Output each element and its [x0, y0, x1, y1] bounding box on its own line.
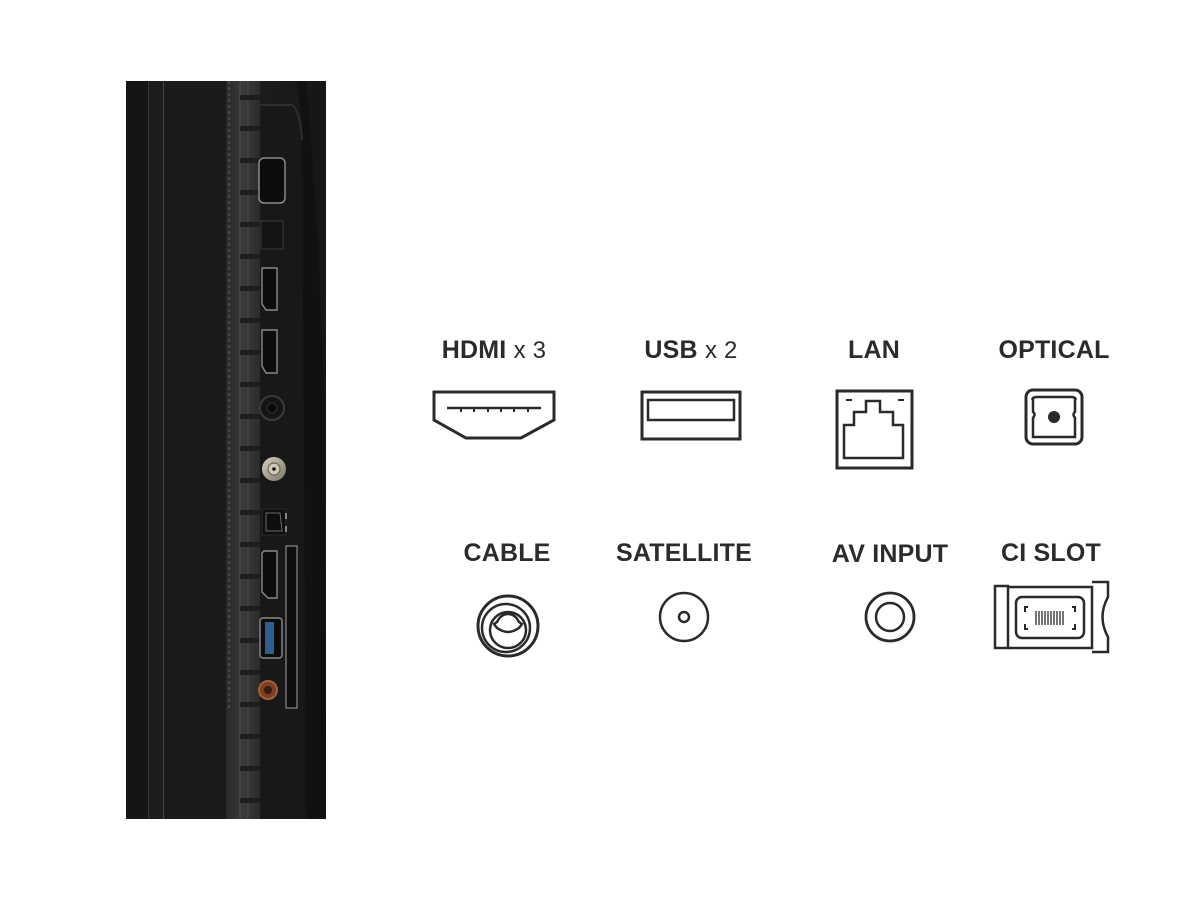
optical-port-icon: [1024, 388, 1084, 446]
panel-usb-port: [259, 617, 283, 659]
label-cable: CABLE: [463, 539, 551, 567]
panel-av-input-port: [258, 680, 278, 700]
ci-slot-icon: [993, 580, 1110, 654]
tv-side-panel-image: [0, 0, 340, 900]
panel-hdmi-port-1: [258, 157, 286, 204]
label-usb: USB x 2: [644, 336, 738, 364]
panel-optical-port: [261, 508, 287, 536]
label-hdmi: HDMI x 3: [441, 336, 547, 364]
label-av-input: AV INPUT: [831, 540, 949, 568]
panel-hdmi-port-3: [261, 329, 278, 374]
panel-ci-slot: [285, 545, 298, 709]
usb-port-icon: [640, 390, 742, 441]
hdmi-port-icon: [432, 390, 556, 440]
label-satellite: SATELLITE: [615, 539, 753, 567]
panel-hdmi-port-4: [261, 550, 278, 599]
tv-side-illustration: [126, 81, 326, 819]
ethernet-port-icon: [835, 389, 914, 470]
panel-satellite-port: [262, 457, 286, 481]
label-optical: OPTICAL: [998, 336, 1110, 364]
label-ci-slot: CI SLOT: [1000, 539, 1102, 567]
label-lan: LAN: [848, 336, 900, 364]
panel-hdmi-port-2: [261, 267, 278, 311]
panel-lan-port: [260, 220, 284, 250]
av-input-port-icon: [864, 591, 916, 643]
coax-cable-port-icon: [476, 594, 540, 658]
rail-ticks: [240, 95, 260, 803]
panel-cable-port: [259, 395, 285, 421]
satellite-port-icon: [658, 591, 710, 643]
